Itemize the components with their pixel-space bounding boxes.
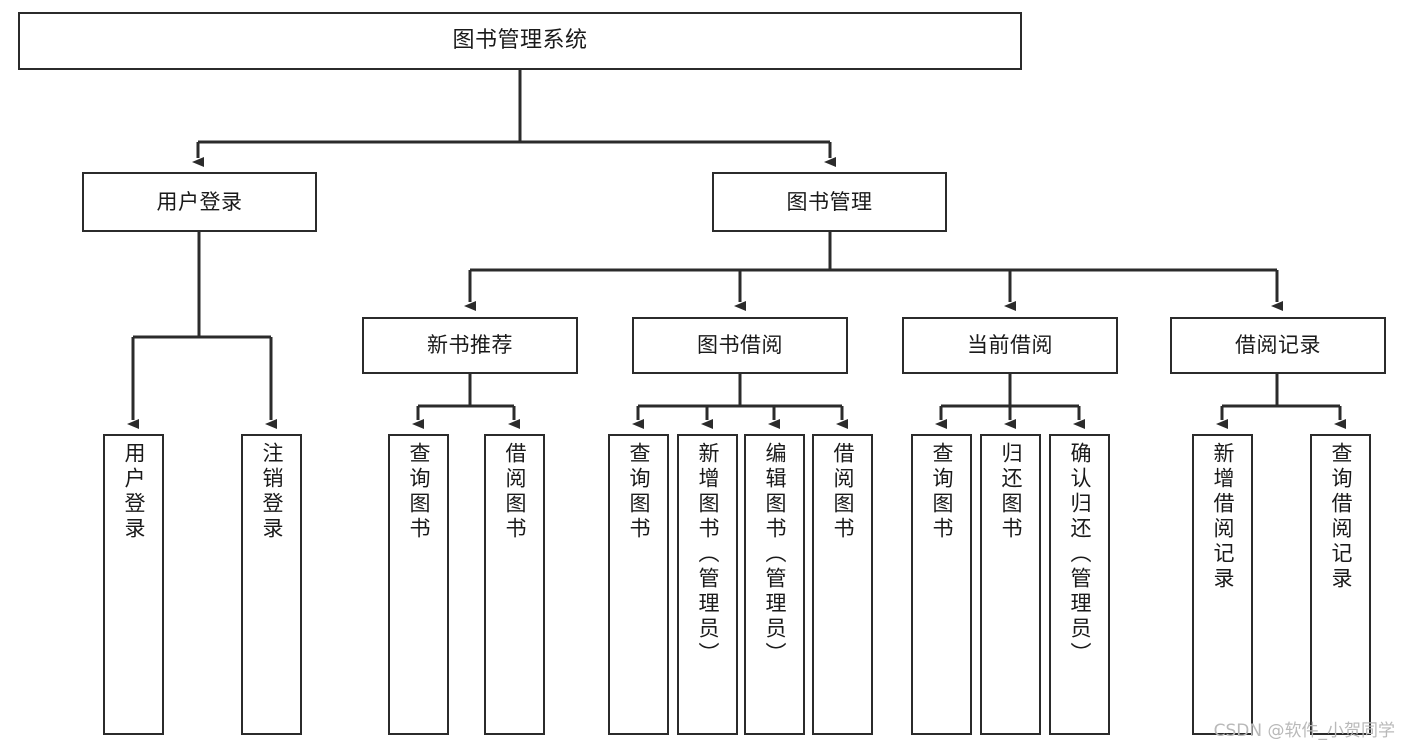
leaf-edit-book[interactable]: 编辑图书（管理员） <box>744 434 805 735</box>
leaf-query-borrow-record-label: 查询借阅记录 <box>1329 442 1353 592</box>
leaf-confirm-return-label: 确认归还（管理员） <box>1068 442 1092 667</box>
leaf-query-book-2-label: 查询图书 <box>627 442 651 542</box>
leaf-borrow-book-2-label: 借阅图书 <box>831 442 855 542</box>
leaf-add-borrow-record[interactable]: 新增借阅记录 <box>1192 434 1253 735</box>
leaf-logout[interactable]: 注销登录 <box>241 434 302 735</box>
leaf-query-book-2[interactable]: 查询图书 <box>608 434 669 735</box>
edge-root-to-level2 <box>192 70 836 167</box>
node-book-management-label: 图书管理 <box>786 189 873 214</box>
leaf-return-book[interactable]: 归还图书 <box>980 434 1041 735</box>
edge-bookmgmt-to-level3 <box>464 232 1283 311</box>
leaf-query-book-3[interactable]: 查询图书 <box>911 434 972 735</box>
leaf-query-book-1[interactable]: 查询图书 <box>388 434 449 735</box>
node-book-borrow-label: 图书借阅 <box>697 333 783 358</box>
node-borrow-record[interactable]: 借阅记录 <box>1170 317 1386 374</box>
edge-bookborrow-to-leaves <box>632 374 848 429</box>
node-current-borrow[interactable]: 当前借阅 <box>902 317 1118 374</box>
leaf-add-book[interactable]: 新增图书（管理员） <box>677 434 738 735</box>
node-book-borrow[interactable]: 图书借阅 <box>632 317 848 374</box>
node-new-book-recommend-label: 新书推荐 <box>427 333 513 358</box>
leaf-query-borrow-record[interactable]: 查询借阅记录 <box>1310 434 1371 735</box>
leaf-borrow-book-1[interactable]: 借阅图书 <box>484 434 545 735</box>
edge-newbook-to-leaves <box>412 374 520 429</box>
leaf-add-borrow-record-label: 新增借阅记录 <box>1211 442 1235 592</box>
node-borrow-record-label: 借阅记录 <box>1235 333 1321 358</box>
leaf-borrow-book-2[interactable]: 借阅图书 <box>812 434 873 735</box>
edge-borrowrecord-to-leaves <box>1216 374 1346 429</box>
edge-currentborrow-to-leaves <box>935 374 1085 429</box>
node-current-borrow-label: 当前借阅 <box>967 333 1053 358</box>
edge-userlogin-to-leaves <box>127 232 277 429</box>
leaf-user-login-label: 用户登录 <box>122 442 146 542</box>
node-user-login[interactable]: 用户登录 <box>82 172 317 232</box>
node-book-management[interactable]: 图书管理 <box>712 172 947 232</box>
leaf-query-book-1-label: 查询图书 <box>407 442 431 542</box>
node-root-label: 图书管理系统 <box>452 28 588 54</box>
node-root[interactable]: 图书管理系统 <box>18 12 1022 70</box>
leaf-return-book-label: 归还图书 <box>999 442 1023 542</box>
leaf-borrow-book-1-label: 借阅图书 <box>503 442 527 542</box>
leaf-edit-book-label: 编辑图书（管理员） <box>763 442 787 667</box>
leaf-logout-label: 注销登录 <box>260 442 284 542</box>
leaf-user-login[interactable]: 用户登录 <box>103 434 164 735</box>
leaf-query-book-3-label: 查询图书 <box>930 442 954 542</box>
node-new-book-recommend[interactable]: 新书推荐 <box>362 317 578 374</box>
node-user-login-label: 用户登录 <box>156 189 243 214</box>
leaf-confirm-return[interactable]: 确认归还（管理员） <box>1049 434 1110 735</box>
leaf-add-book-label: 新增图书（管理员） <box>696 442 720 667</box>
